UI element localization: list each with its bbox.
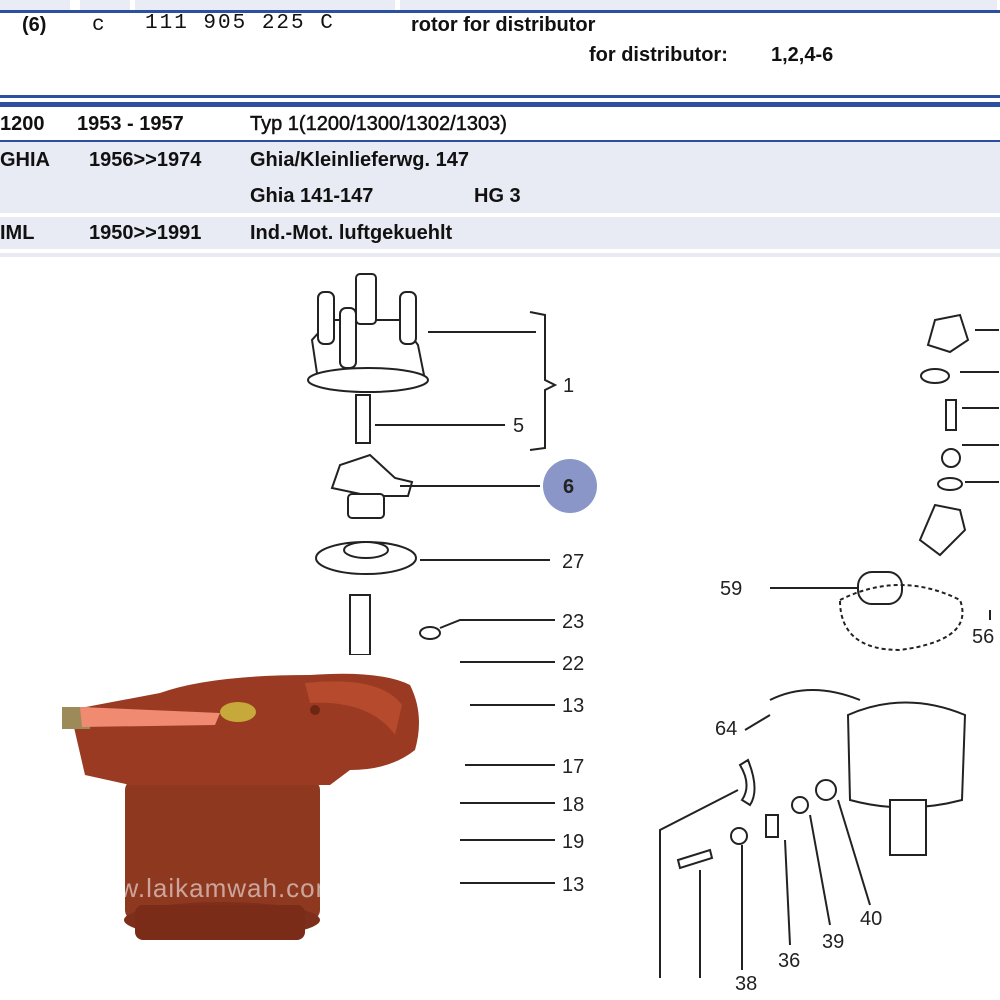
- divider: [0, 213, 1000, 217]
- position-number: (6): [22, 14, 47, 36]
- part-row: (6) c 111 905 225 C rotor for distributo…: [0, 10, 1000, 95]
- part-code: c: [92, 14, 107, 37]
- model: GHIA: [0, 149, 50, 171]
- header-cell: [135, 0, 398, 10]
- application-row: IML 1950>>1991 Ind.-Mot. luftgekuehlt: [0, 217, 1000, 249]
- header-cell: [0, 0, 73, 10]
- label: 59: [720, 578, 742, 600]
- extra: HG 3: [474, 185, 521, 207]
- years: 1953 - 1957: [77, 113, 184, 135]
- label: 39: [822, 931, 844, 953]
- label: 36: [778, 950, 800, 972]
- label: 13: [562, 695, 584, 717]
- divider: [0, 10, 1000, 13]
- divider: [0, 253, 1000, 257]
- right-diagram: [676, 313, 970, 870]
- header-cell: [80, 0, 133, 10]
- years: 1950>>1991: [89, 222, 202, 244]
- highlight-circle: [543, 459, 597, 513]
- label: 38: [735, 973, 757, 995]
- label: 64: [715, 718, 737, 740]
- label: 22: [562, 653, 584, 675]
- rotor-drawing: [330, 453, 414, 519]
- model: IML: [0, 222, 35, 244]
- label: 17: [562, 756, 584, 778]
- divider: [0, 140, 1000, 142]
- model: 1200: [0, 113, 45, 135]
- watermark: www.laikamwah.com: [80, 873, 339, 903]
- description: Ghia 141-147: [250, 185, 374, 207]
- label: 27: [562, 551, 584, 573]
- note-label: for distributor:: [589, 44, 728, 66]
- description: Ghia/Kleinlieferwg. 147: [250, 149, 469, 171]
- label: 1: [563, 375, 574, 397]
- note-value: 1,2,4-6: [771, 44, 834, 66]
- years: 1956>>1974: [89, 149, 202, 171]
- application-row: GHIA 1956>>1974 Ghia/Kleinlieferwg. 147 …: [0, 142, 1000, 213]
- distributor-cap: [307, 273, 429, 444]
- part-number[interactable]: 111 905 225 C: [145, 12, 335, 35]
- description: Ind.-Mot. luftgekuehlt: [250, 222, 453, 244]
- divider: [0, 102, 1000, 107]
- description: Typ 1(1200/1300/1302/1303): [250, 113, 507, 136]
- application-row: 1200 1953 - 1957 Typ 1(1200/1300/1302/13…: [0, 108, 1000, 140]
- label: 18: [562, 794, 584, 816]
- label: 19: [562, 831, 584, 853]
- label: 13: [562, 874, 584, 896]
- divider: [0, 95, 1000, 98]
- rotor-photo: [62, 673, 419, 940]
- label: 56: [972, 626, 994, 648]
- label: 23: [562, 611, 584, 633]
- part-description: rotor for distributor: [411, 14, 596, 36]
- shaft-drawing: [349, 594, 371, 656]
- label-highlighted[interactable]: 6: [563, 476, 574, 498]
- product-photo: www.laikamwah.com: [50, 655, 460, 955]
- label: 40: [860, 908, 882, 930]
- header-cell: [400, 0, 1000, 10]
- label: 5: [513, 415, 524, 437]
